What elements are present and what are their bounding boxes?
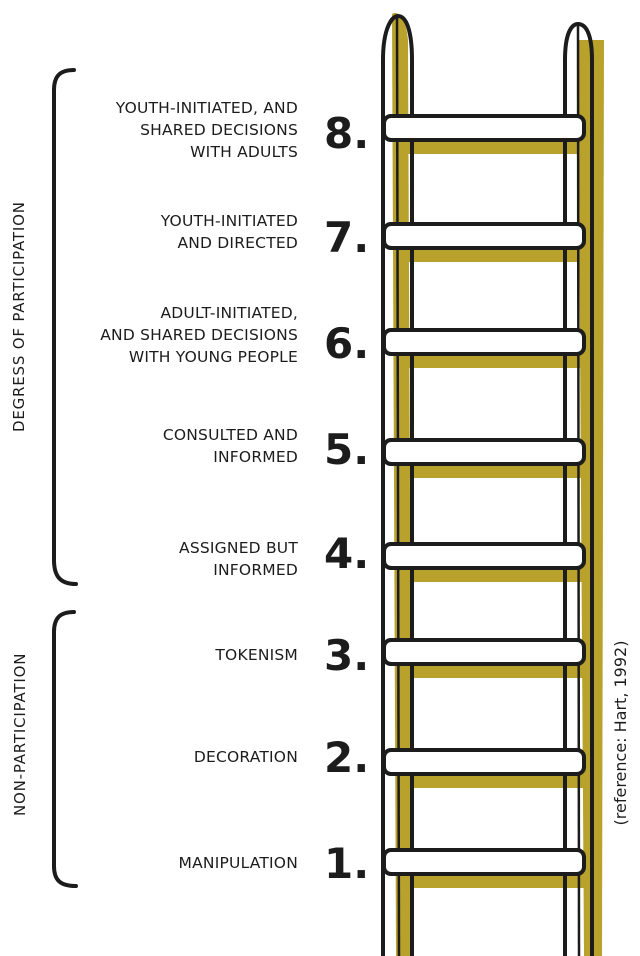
rung-label-line: SHARED DECISIONS — [140, 121, 298, 139]
ladder-rung — [382, 848, 586, 876]
rung-number: 4. — [324, 529, 370, 578]
rung-label: ASSIGNED BUT INFORMED — [179, 537, 298, 581]
rung-number: 2. — [324, 733, 370, 782]
rung-number: 1. — [324, 839, 370, 888]
rung-label: ADULT-INITIATED, AND SHARED DECISIONS WI… — [100, 302, 298, 368]
rung-label: YOUTH-INITIATED, AND SHARED DECISIONS WI… — [116, 97, 298, 163]
rung-label-line: AND SHARED DECISIONS — [100, 326, 298, 344]
reference-note: (reference: Hart, 1992) — [611, 640, 630, 826]
non-participation-group-label: NON-PARTICIPATION — [11, 652, 29, 816]
ladder-rung — [382, 542, 586, 570]
ladder-rung — [382, 114, 586, 142]
rung-number: 3. — [324, 631, 370, 680]
rung-label-line: AND DIRECTED — [177, 234, 298, 252]
non-participation-bracket — [52, 610, 78, 888]
rung-label-line: DECORATION — [193, 748, 298, 766]
ladder-rung — [382, 638, 586, 666]
rung-label-line: ASSIGNED BUT — [179, 539, 298, 557]
ladder-rung — [382, 748, 586, 776]
rung-label-line: CONSULTED AND — [162, 426, 298, 444]
rung-label-line: INFORMED — [213, 561, 298, 579]
ladder-right-rail — [563, 21, 594, 956]
rung-label: YOUTH-INITIATED AND DIRECTED — [161, 210, 298, 254]
rung-label-line: WITH YOUNG PEOPLE — [128, 348, 298, 366]
rung-label-line: INFORMED — [213, 448, 298, 466]
rung-label-line: MANIPULATION — [178, 854, 298, 872]
rung-number: 7. — [324, 213, 370, 262]
ladder-rung — [382, 222, 586, 250]
rung-label: TOKENISM — [215, 644, 298, 666]
ladder-right-rail-inner — [576, 25, 581, 956]
rung-label-line: TOKENISM — [215, 646, 298, 664]
ladder-rung — [382, 438, 586, 466]
rung-label: CONSULTED AND INFORMED — [163, 424, 298, 468]
rung-label-line: YOUTH-INITIATED, AND — [115, 99, 298, 117]
rung-label-line: YOUTH-INITIATED — [160, 212, 298, 230]
rung-number: 5. — [324, 425, 370, 474]
ladder-shadow-left — [392, 13, 412, 956]
ladder-left-rail — [381, 13, 414, 956]
rung-label-line: ADULT-INITIATED, — [160, 304, 298, 322]
rung-number: 6. — [324, 319, 370, 368]
rung-label-line: WITH ADULTS — [190, 143, 298, 161]
rung-label: DECORATION — [194, 746, 298, 768]
participation-bracket — [52, 68, 78, 586]
ladder-rung — [382, 328, 586, 356]
ladder-left-rail-inner — [395, 17, 401, 956]
ladder-rungs — [382, 114, 586, 876]
participation-group-label: DEGRESS OF PARTICIPATION — [10, 201, 28, 432]
rung-number: 8. — [324, 109, 370, 158]
rung-label: MANIPULATION — [179, 852, 298, 874]
